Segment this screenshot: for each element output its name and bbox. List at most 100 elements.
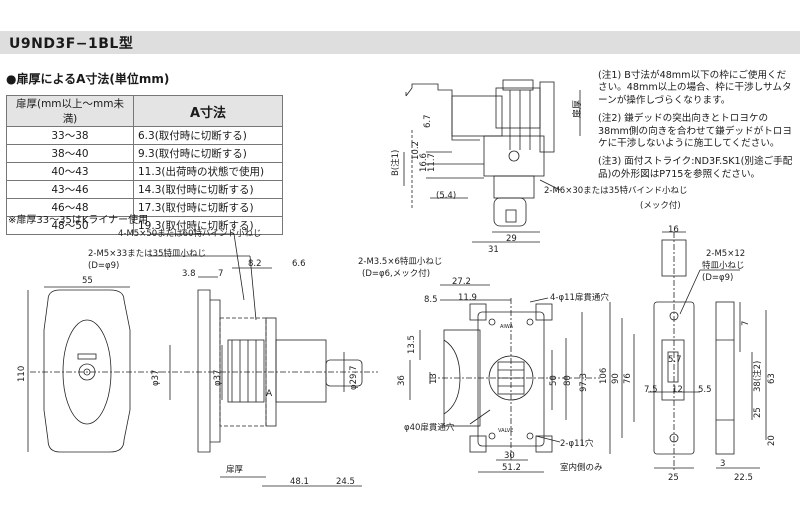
cell-value: 17.3(取付時に切断する) — [133, 198, 283, 217]
label-38-note2: 38(注2) — [752, 361, 763, 392]
screw-hole — [488, 318, 496, 326]
label-hole40: φ40扉貫通穴 — [404, 422, 455, 433]
strike-view: 16 2-M5×12 特皿小ねじ (D=φ9) 106 90 76 5.7 7.… — [599, 225, 777, 483]
label-left-screw1: 4-M5×50または60特バインド小ねじ — [118, 228, 261, 239]
label-strike-7: 7 — [741, 321, 751, 326]
door-plate-top — [539, 81, 555, 153]
label-left-screw2-sub: (D=φ9) — [88, 261, 119, 271]
label-phi37-b: φ37 — [213, 370, 223, 386]
note-3: (注3) 面付ストライク:ND3F.SK1(別途ご手配品)の外形図はP715を参… — [598, 156, 793, 180]
label-8-5: 8.5 — [424, 295, 438, 305]
label-27-2: 27.2 — [452, 277, 471, 287]
label-30: 30 — [504, 451, 515, 461]
leader-line — [469, 409, 491, 425]
leader-line — [535, 435, 561, 443]
label-case-screw: 2-M3.5×6特皿小ねじ — [358, 256, 442, 267]
label-11-7: 11.7 — [427, 153, 437, 172]
label-strike-screw: 2-M5×12 — [706, 249, 745, 259]
case-corner — [535, 435, 553, 453]
thumbturn-body — [275, 339, 327, 403]
cell-range: 48〜50 — [6, 216, 134, 235]
frame-edge — [405, 87, 413, 97]
thumbturn-base — [493, 175, 535, 199]
lock-case-view: 2-M3.5×6特皿小ねじ (D=φ6,メック付) 27.2 8.5 11.9 … — [358, 256, 609, 473]
brand-mark-top: AIWA — [500, 324, 514, 330]
lock-case-top — [495, 87, 541, 129]
label-63: 63 — [767, 373, 777, 384]
frame-outline — [411, 83, 480, 141]
thumbturn-knob — [493, 197, 527, 227]
label-106: 106 — [599, 368, 609, 384]
leader-line — [529, 297, 549, 303]
label-7: 7 — [218, 269, 223, 279]
cell-range: 40〜43 — [6, 162, 134, 181]
label-case-screw-sub: (D=φ6,メック付) — [362, 268, 430, 279]
label-7-5: 7.5 — [644, 385, 658, 395]
lock-body-section — [227, 339, 265, 403]
label-6-7: 6.7 — [423, 114, 433, 128]
label-110: 110 — [17, 366, 27, 382]
label-phi29-7: φ29.7 — [349, 365, 359, 390]
escutcheon-outline — [43, 289, 131, 453]
case-corner — [535, 303, 553, 321]
header-a-dimension: A寸法 — [133, 95, 283, 127]
screw-hole — [488, 432, 496, 440]
label-48-1: 48.1 — [290, 477, 309, 487]
title-bar: U9ND3F−1BL型 — [0, 31, 800, 54]
strike-slot — [667, 351, 679, 383]
cell-value: 14.3(取付時に切断する) — [133, 180, 283, 199]
label-left-screw2: 2-M5×33または35特皿小ねじ — [88, 248, 206, 259]
table-heading: ●扉厚によるA寸法(単位mm) — [6, 72, 170, 86]
side-curve — [443, 339, 461, 415]
brand-mark-bottom: VALVE — [498, 428, 513, 434]
leader-line — [249, 255, 257, 321]
label-hole2: 2-φ11穴 — [560, 438, 594, 449]
thumbturn-slot — [505, 209, 517, 223]
label-16-6: 16.6 — [419, 153, 429, 172]
lock-body-top — [483, 135, 545, 177]
label-13-5: 13.5 — [407, 335, 417, 354]
screw-hole — [526, 318, 534, 326]
label-strike-25b: 25 — [668, 473, 679, 483]
label-door-thickness: 扉厚 — [571, 100, 583, 118]
note-1: (注1) B寸法が48mm以下の枠にご使用ください。48mm以上の場合、枠に干渉… — [598, 70, 792, 106]
label-top-screw-sub: (メック付) — [640, 200, 681, 211]
leader-line — [679, 269, 701, 315]
label-strike-3: 3 — [720, 459, 725, 469]
label-97-3: 97.3 — [579, 373, 589, 392]
label-76: 76 — [623, 373, 633, 384]
label-hole2-sub: 室内側のみ — [560, 462, 603, 473]
cylinder-top — [502, 79, 534, 91]
label-hole4: 4-φ11扉貫通穴 — [550, 292, 609, 303]
label-24-5: 24.5 — [336, 477, 355, 487]
page-title: U9ND3F−1BL型 — [9, 36, 134, 52]
cell-value: 11.3(出荷時の状態で使用) — [133, 162, 283, 181]
label-80: 80 — [563, 375, 573, 386]
brand-plate — [77, 353, 97, 360]
label-36: 36 — [397, 375, 407, 386]
label-29: 29 — [506, 234, 517, 244]
label-a: A — [266, 389, 273, 399]
label-side-door-thickness: 扉厚 — [226, 464, 244, 475]
label-3-8: 3.8 — [182, 269, 196, 279]
label-top-screw: 2-M6×30または35特バインド小ねじ — [544, 185, 687, 196]
label-strike-25a: 25 — [753, 407, 763, 418]
frame-body — [451, 95, 503, 137]
leader-line — [539, 179, 561, 191]
strike-opening — [661, 339, 685, 401]
label-31: 31 — [488, 245, 499, 255]
header-door-thickness: 扉厚(mm以上〜mm未満) — [6, 95, 134, 127]
notes-block: (注1) B寸法が48mm以下の枠にご使用ください。48mm以上の場合、枠に干渉… — [598, 70, 794, 187]
label-22-5: 22.5 — [734, 473, 753, 483]
case-corner — [469, 435, 487, 453]
label-20: 20 — [767, 435, 777, 446]
spindle-hole — [508, 150, 520, 162]
leader-line — [233, 233, 245, 301]
label-90: 90 — [611, 373, 621, 384]
label-50: 50 — [549, 375, 559, 386]
table-footnote: ※扉厚33〜35はKライナー使用 — [8, 215, 149, 226]
